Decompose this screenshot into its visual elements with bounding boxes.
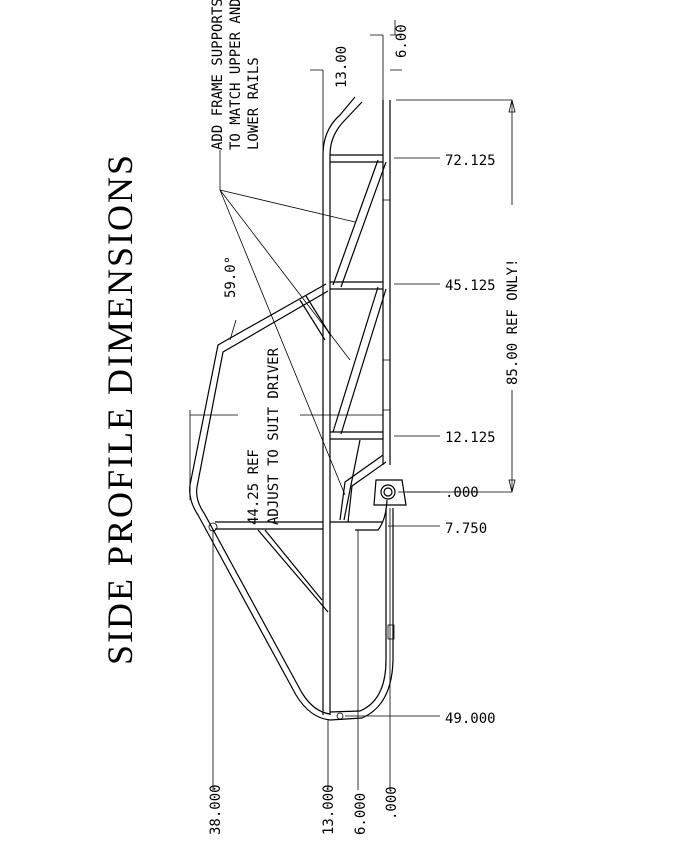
drawing-title: SIDE PROFILE DIMENSIONS — [100, 153, 140, 665]
dim-station: 12.125 — [445, 430, 496, 446]
dim-station: .000 — [445, 485, 479, 501]
supports-note: ADD FRAME SUPPORTS TO MATCH UPPER AND LO… — [210, 0, 262, 150]
dim-height: .000 — [384, 786, 400, 820]
adjust-note: ADJUST TO SUIT DRIVER — [266, 347, 282, 525]
seat-ref-label: 44.25 REF — [246, 449, 262, 525]
note-line: LOWER RAILS — [246, 57, 262, 150]
angle-label: 59.0° — [223, 256, 239, 298]
dim-station: 49.000 — [445, 711, 496, 727]
dim-height: 13.000 — [321, 784, 337, 835]
overall-length-label: 85.00 REF ONLY! — [505, 259, 521, 385]
dim-upper-offset: 13.00 — [334, 46, 350, 88]
dim-station: 45.125 — [445, 278, 496, 294]
dim-station: 7.750 — [445, 521, 487, 537]
dim-lower-offset: 6.00 — [394, 24, 410, 58]
dim-station: 72.125 — [445, 153, 496, 169]
dim-height: 6.000 — [353, 793, 369, 835]
frame-outline — [189, 96, 407, 721]
note-line: TO MATCH UPPER AND — [228, 0, 244, 150]
dim-height: 38.000 — [208, 784, 224, 835]
note-line: ADD FRAME SUPPORTS — [210, 0, 226, 150]
dimension-lines — [189, 20, 516, 790]
